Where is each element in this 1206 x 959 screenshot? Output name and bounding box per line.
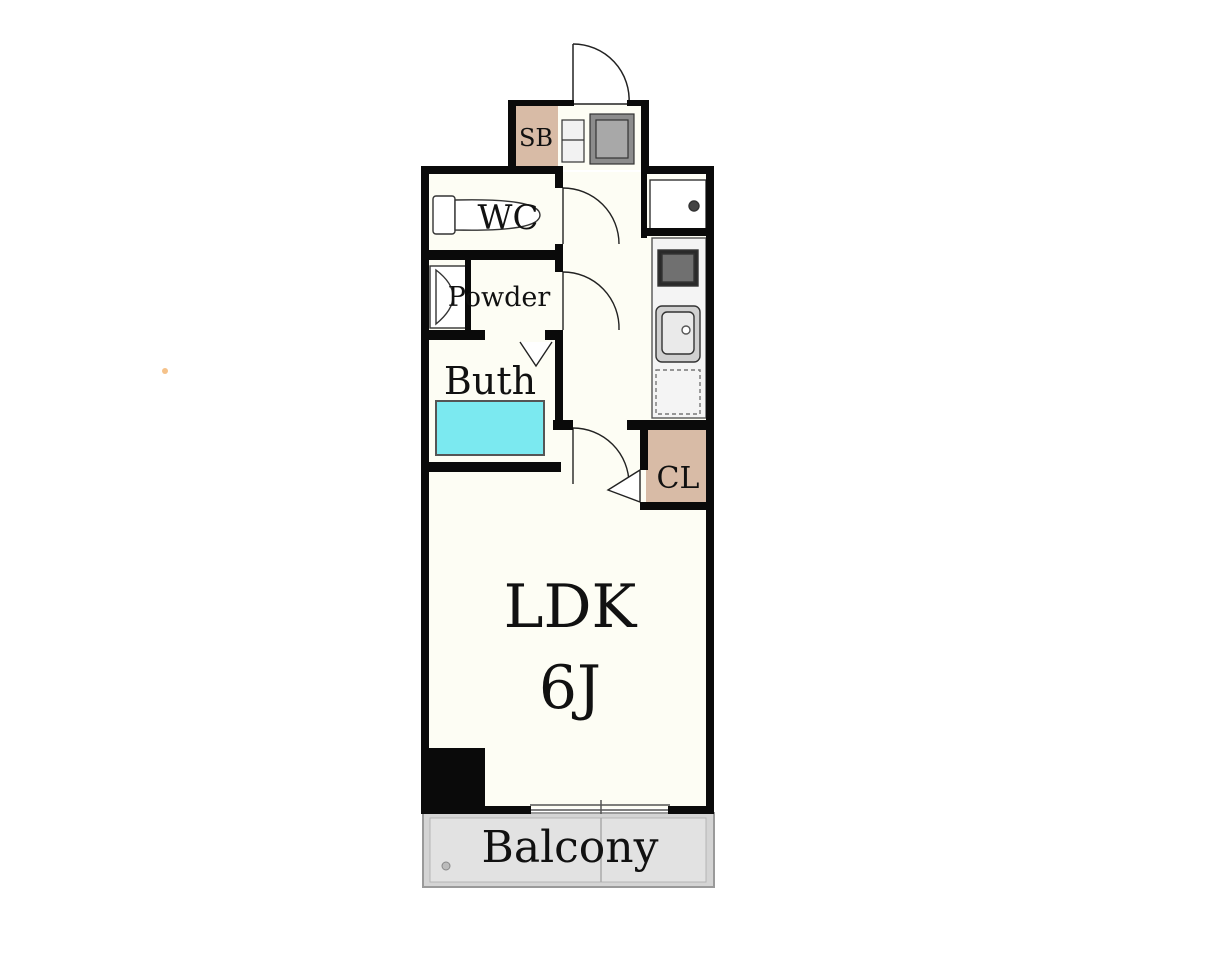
ldk-size-label: 6J bbox=[539, 653, 601, 723]
kitchen bbox=[649, 179, 707, 419]
balcony-area bbox=[422, 812, 715, 888]
bathtub bbox=[435, 400, 545, 456]
sb-label: SB bbox=[519, 124, 553, 152]
wc-label: WC bbox=[478, 198, 539, 238]
walls bbox=[421, 100, 714, 814]
stray-dot bbox=[162, 368, 168, 374]
closet-label: CL bbox=[657, 461, 700, 496]
powder-label: Powder bbox=[448, 282, 551, 313]
bath-label: Buth bbox=[444, 359, 536, 403]
toilet-fixture bbox=[432, 195, 541, 235]
balcony-window bbox=[530, 800, 670, 814]
shoe-box bbox=[514, 106, 558, 166]
genkan-fixtures bbox=[561, 113, 635, 165]
wash-basin bbox=[429, 265, 471, 329]
closet-floor bbox=[646, 428, 708, 506]
entrance-door bbox=[572, 43, 630, 105]
interior-doors bbox=[519, 187, 641, 504]
ldk-label: LDK bbox=[504, 572, 638, 642]
balcony-label: Balcony bbox=[482, 822, 659, 873]
